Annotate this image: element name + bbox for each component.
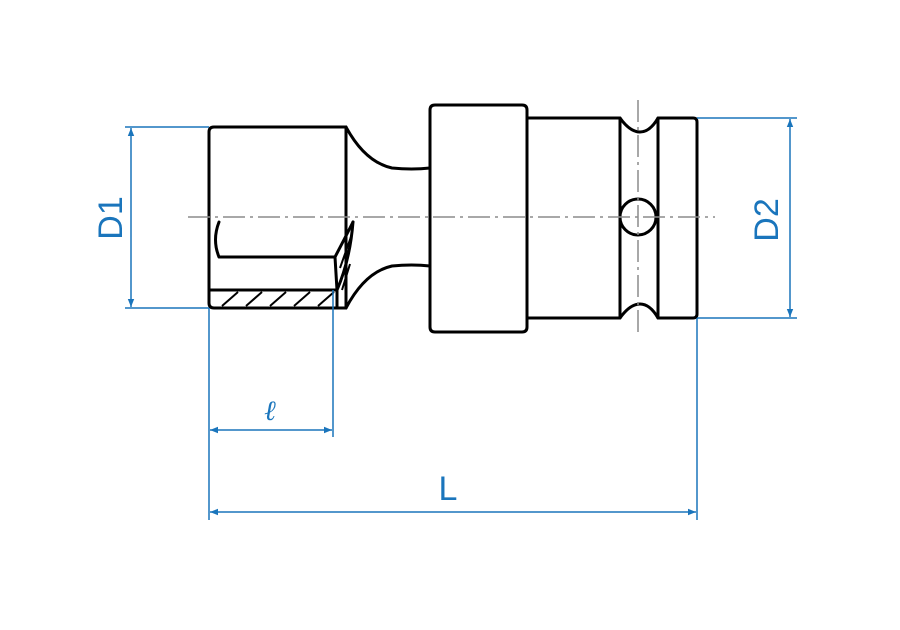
d1-label: D1: [92, 196, 130, 239]
dimension-lines: [125, 117, 797, 520]
neck-lower: [344, 263, 432, 310]
drive-body: [525, 116, 699, 320]
L-total-label: L: [439, 470, 458, 508]
hex-bore-top: [214, 220, 355, 259]
joint-collar: [428, 103, 529, 334]
section-hatch: [221, 233, 353, 307]
neck-upper: [344, 125, 432, 171]
socket-outline: [207, 103, 699, 334]
l-small-label: ℓ: [264, 396, 276, 427]
d2-label: D2: [748, 198, 786, 241]
hex-bore-flank: [333, 255, 339, 292]
socket-head: [207, 125, 348, 310]
hex-opening: [207, 220, 355, 310]
